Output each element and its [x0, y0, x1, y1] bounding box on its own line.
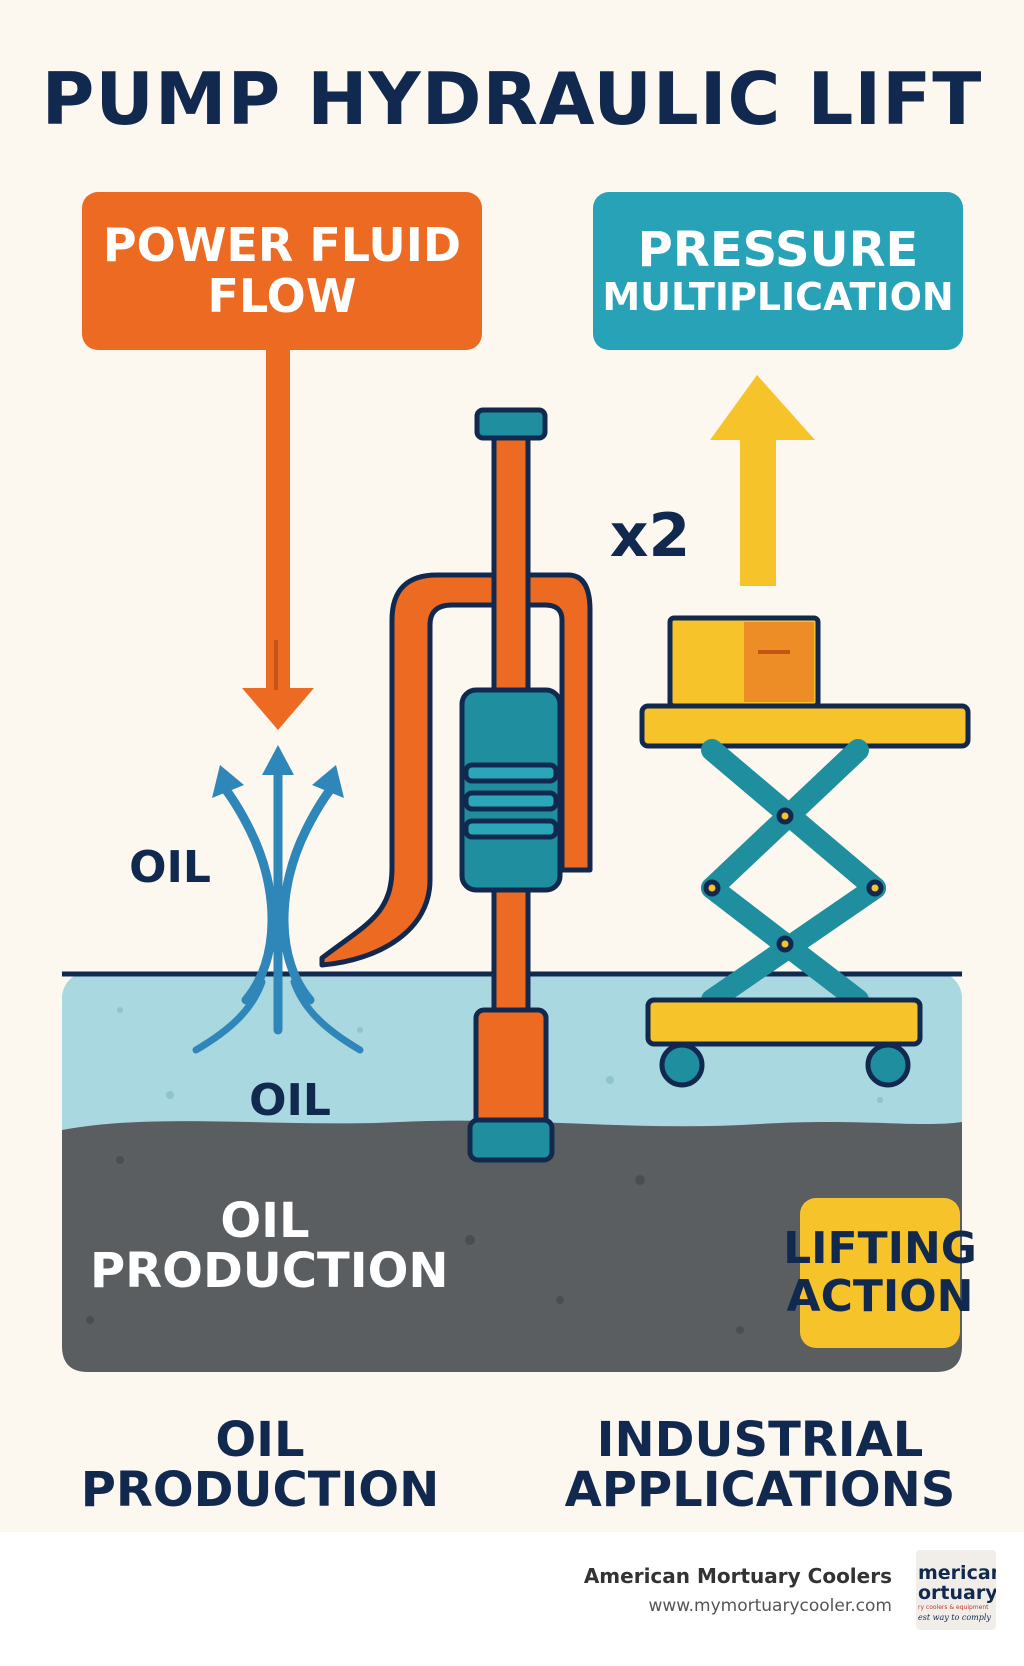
lifting-action-box: LIFTING ACTION [783, 1198, 977, 1348]
oil-production-application: OIL PRODUCTION [60, 1415, 460, 1516]
scissor-lift-icon [639, 615, 971, 1088]
page-title: PUMP HYDRAULIC LIFT [41, 57, 983, 141]
pressure-label-line1: PRESSURE [637, 221, 919, 278]
oil-label-top: OIL [129, 842, 211, 893]
logo-line1: merican [918, 1562, 996, 1584]
power-fluid-flow-box: POWER FLUID FLOW [82, 192, 482, 350]
oil-production-ground-label: OIL PRODUCTION [90, 1193, 449, 1300]
ground-label-line1: OIL [220, 1193, 310, 1249]
company-url[interactable]: www.mymortuarycooler.com [648, 1596, 892, 1616]
pump-icon [319, 407, 593, 1163]
ground-label-line2: PRODUCTION [90, 1243, 449, 1300]
oil-label-middle: OIL [249, 1075, 331, 1126]
application-left-line2: PRODUCTION [80, 1462, 440, 1519]
up-arrow-icon [710, 375, 815, 586]
logo-line4: est way to comply [918, 1613, 991, 1622]
pressure-multiplication-box: PRESSURE MULTIPLICATION [593, 192, 963, 350]
power-fluid-label-line2: FLOW [207, 269, 357, 323]
logo-line3: ry coolers & equipment [918, 1604, 989, 1611]
ground-layer [62, 1120, 962, 1372]
ground-speckles [86, 1156, 744, 1334]
application-right-line1: INDUSTRIAL [596, 1412, 924, 1468]
application-right-line2: APPLICATIONS [564, 1462, 956, 1519]
company-name: American Mortuary Coolers [583, 1564, 892, 1588]
ground-layers [62, 971, 962, 1372]
footer-bar [0, 1532, 1024, 1666]
lifting-label-line2: ACTION [786, 1271, 974, 1322]
company-logo: merican ortuary ry coolers & equipment e… [916, 1550, 996, 1630]
lifting-label-line1: LIFTING [783, 1222, 977, 1274]
pressure-label-line2: MULTIPLICATION [602, 274, 954, 319]
oil-flow-arrows-icon [192, 745, 364, 1054]
power-fluid-label-line1: POWER FLUID [102, 218, 462, 273]
application-left-line1: OIL [215, 1412, 305, 1468]
multiplier-label: x2 [609, 501, 691, 571]
logo-line2: ortuary [918, 1582, 996, 1604]
industrial-applications: INDUSTRIAL APPLICATIONS [550, 1415, 970, 1516]
down-arrow-icon [242, 348, 314, 730]
